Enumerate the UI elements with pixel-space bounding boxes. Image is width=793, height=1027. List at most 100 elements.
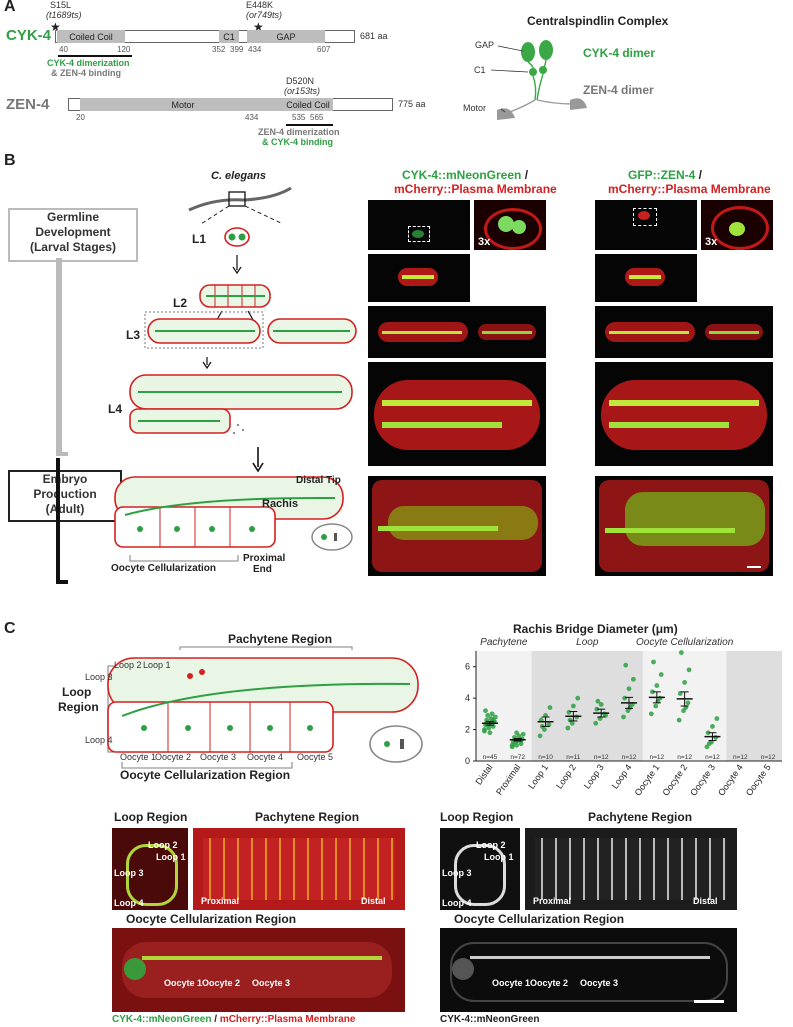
micrograph-color-loop: Loop 2 Loop 1 Loop 3 Loop 4: [112, 828, 188, 910]
oocyte-1-label: Oocyte 1: [120, 752, 157, 762]
chart-region-label: Oocyte Cellularization: [636, 637, 734, 648]
loop-3-label: Loop 3: [85, 672, 113, 682]
zen4-length: 775 aa: [398, 99, 426, 109]
embryo-box-line: Production: [33, 487, 97, 501]
cyk4-note-line1: CYK-4 dimerization: [47, 58, 130, 68]
zen4-dimerization-bar: [286, 124, 333, 126]
centralspindlin-diagram: [490, 40, 587, 120]
micro-loop2: Loop 2: [148, 840, 178, 850]
data-point: [567, 717, 573, 723]
data-point: [678, 650, 684, 655]
rachis-label: Rachis: [262, 498, 299, 510]
cyk4-mutation-2-allele: (or749ts): [246, 10, 283, 20]
data-point: [485, 713, 491, 718]
oocyte-4-label: Oocyte 4: [247, 752, 284, 762]
loop-1-label: Loop 1: [143, 660, 171, 670]
n-label: n=12: [705, 754, 720, 761]
micro-gray-loop2: Loop 2: [476, 840, 506, 850]
micro-gray-oocyte2: Oocyte 2: [530, 978, 569, 988]
zen4-tick: 434: [245, 113, 259, 122]
micro-loop1: Loop 1: [156, 852, 186, 862]
micro-loop3: Loop 3: [114, 868, 144, 878]
data-point: [648, 711, 654, 717]
loop-2-label: Loop 2: [114, 660, 142, 670]
micro-gray-oocyte-region-label: Oocyte Cellularization Region: [454, 912, 625, 926]
x-category-label: Oocyte 5: [744, 762, 773, 797]
n-label: n=12: [594, 754, 609, 761]
stage-l1: L1: [192, 232, 207, 246]
data-point: [575, 695, 581, 701]
y-tick-label: 4: [465, 693, 470, 703]
zen4-tick: 535: [292, 113, 306, 122]
data-point: [658, 672, 664, 677]
stage-l4: L4: [108, 402, 123, 416]
micro-gray-loop4: Loop 4: [442, 898, 472, 908]
micrograph-cyk4-l3: [368, 306, 546, 358]
x-category-label: Oocyte 1: [633, 762, 662, 797]
zen4-motor-blob: [497, 108, 515, 120]
region-band-late-oocyte: [726, 651, 782, 761]
data-point: [482, 727, 487, 732]
oocyte-region-label: Oocyte Cellularization Region: [120, 768, 291, 782]
star-icon: ★: [50, 20, 61, 34]
data-point: [682, 680, 688, 685]
cyk4-coiled-coil-domain: Coiled Coil: [57, 30, 125, 43]
scale-bar: [694, 1000, 724, 1003]
zoom-label: 3x: [478, 236, 491, 248]
cyk4-tick: 434: [248, 45, 262, 54]
loop-region-label-2: Region: [58, 700, 99, 714]
gray-caption: CYK-4::mNeonGreen: [440, 1014, 540, 1025]
oocyte-2-label: Oocyte 2: [155, 752, 192, 762]
zoom-label: 3x: [705, 236, 718, 248]
oocyte-cellularization-label: Oocyte Cellularization: [111, 563, 217, 574]
cyk4-tick: 40: [59, 45, 68, 54]
micro-gray-loop1: Loop 1: [484, 852, 514, 862]
n-label: n=45: [483, 754, 498, 761]
micrograph-zen4-l1-zoom: 3x: [701, 200, 773, 250]
zen4-motor-domain: Motor: [80, 98, 286, 111]
scale-bar: [747, 566, 761, 568]
micrograph-gray-oocyte: Oocyte 1 Oocyte 2 Oocyte 3: [440, 928, 737, 1012]
germline-stages-diagram: [114, 227, 357, 562]
data-point: [686, 667, 692, 673]
micro-distal: Distal: [361, 896, 386, 906]
caption-red: mCherry::Plasma Membrane: [219, 1014, 356, 1025]
micro-gray-oocyte3: Oocyte 3: [580, 978, 619, 988]
embryo-box-line: Embryo: [42, 472, 88, 486]
stage-l2: L2: [173, 296, 188, 310]
complex-title: Centralspindlin Complex: [527, 14, 669, 28]
x-category-label: Distal: [473, 762, 494, 786]
micro-gray-distal: Distal: [693, 896, 718, 906]
cyk4-tick: 607: [317, 45, 331, 54]
n-label: n=12: [733, 754, 748, 761]
data-point: [650, 689, 655, 695]
cyk4-name: CYK-4: [6, 27, 52, 44]
star-icon: ★: [253, 20, 264, 34]
x-category-label: Loop 1: [526, 762, 550, 790]
zen4-dimer-label: ZEN-4 dimer: [583, 83, 654, 97]
cyk4-tick: 399: [230, 45, 244, 54]
data-point: [594, 706, 600, 712]
micrograph-zen4-l4: [595, 362, 773, 466]
data-point: [537, 733, 543, 739]
micrograph-zen4-adult: [595, 476, 773, 576]
embryo-bracket-end: [56, 580, 68, 584]
n-label: n=72: [510, 754, 525, 761]
embryo-box-line: (Adult): [45, 502, 85, 516]
germline-development-box: Germline Development (Larval Stages): [8, 208, 138, 262]
micro-proximal: Proximal: [201, 896, 240, 906]
col2-title-green: GFP::ZEN-4: [628, 168, 696, 182]
n-label: n=12: [677, 754, 692, 761]
zen4-coiled-coil-domain: Coiled Coil: [283, 98, 333, 111]
micrograph-cyk4-l1-zoom: 3x: [474, 200, 546, 250]
micrograph-cyk4-l2: [368, 254, 470, 302]
micrograph-zen4-l3: [595, 306, 773, 358]
data-point: [565, 725, 571, 731]
data-point: [570, 703, 576, 709]
col2-title-line2: mCherry::Plasma Membrane: [608, 182, 771, 196]
micro-oocyte2: Oocyte 2: [202, 978, 241, 988]
embryo-bracket: [56, 458, 60, 584]
n-label: n=12: [761, 754, 776, 761]
micro-gray-oocyte1: Oocyte 1: [492, 978, 531, 988]
cyk4-gap-blob: [539, 40, 553, 60]
